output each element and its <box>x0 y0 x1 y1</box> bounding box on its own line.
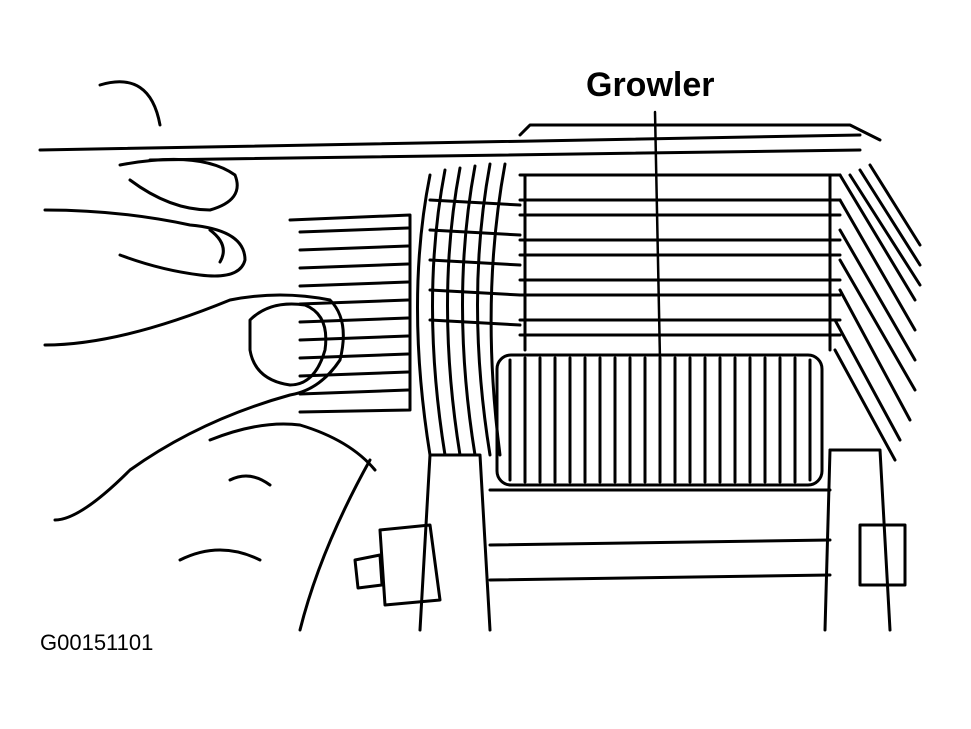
callout-leader <box>653 110 662 362</box>
left-nut <box>378 523 442 607</box>
growler-frame <box>353 448 907 632</box>
hand <box>43 80 377 632</box>
armature-core <box>518 173 842 352</box>
hacksaw-blade <box>38 123 882 162</box>
commutator <box>288 213 412 414</box>
right-nut <box>858 523 907 587</box>
figure-code: G00151101 <box>40 630 154 655</box>
armature-end-windings <box>416 162 522 457</box>
growler-coil <box>495 353 824 487</box>
armature-right-windings <box>833 163 922 462</box>
growler-callout-label: Growler <box>586 66 715 104</box>
